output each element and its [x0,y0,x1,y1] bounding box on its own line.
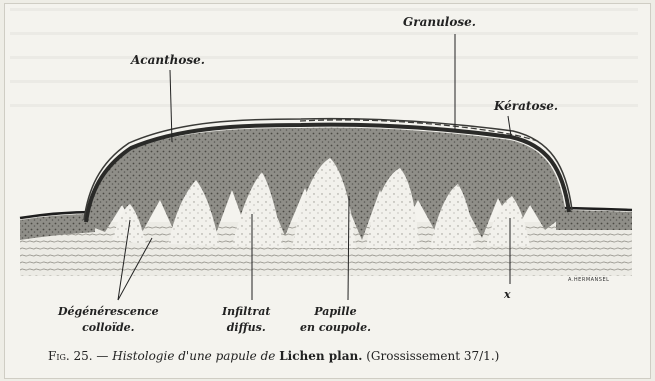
label-acanthose: Acanthose. [131,53,205,67]
caption-dash: — [93,349,113,363]
label-papille: Papille en coupole. [300,304,371,336]
label-degenerescence-line1: Dégénérescence [58,304,159,320]
caption-magnification: (Grossissement 37/1.) [362,349,499,363]
label-papille-line1: Papille [300,304,371,320]
leader-acanthose [170,70,172,142]
label-infiltrat-line2: diffus. [222,320,270,336]
caption-disease: Lichen plan. [279,349,362,363]
label-degenerescence-line2: colloïde. [58,320,159,336]
label-infiltrat: Infiltrat diffus. [222,304,270,336]
label-x: x [504,288,511,301]
label-keratose: Kératose. [494,99,558,113]
label-papille-line2: en coupole. [300,320,371,336]
caption-figure-number: Fig. 25. [48,349,93,363]
label-degenerescence: Dégénérescence colloïde. [58,304,159,336]
figure-caption: Fig. 25. — Histologie d'une papule de Li… [48,349,499,363]
leader-keratose [508,116,511,136]
label-granulose: Granulose. [403,15,476,29]
engraver-signature: A.HERMANSEL [568,277,609,283]
label-infiltrat-line1: Infiltrat [222,304,270,320]
caption-title: Histologie d'une papule de [112,349,279,363]
